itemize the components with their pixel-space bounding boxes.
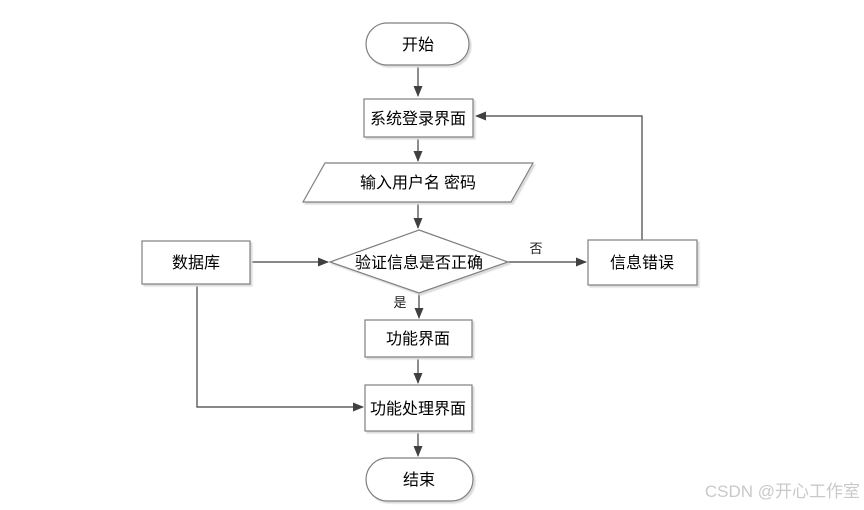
branch-label-yes: 是 bbox=[393, 295, 406, 310]
node-function-label: 功能界面 bbox=[386, 330, 450, 348]
database-process-shape bbox=[141, 240, 251, 285]
connectors bbox=[196, 65, 643, 457]
branch-label-no: 否 bbox=[529, 241, 542, 256]
edge-database-to-function-process bbox=[196, 284, 364, 412]
node-function: 功能界面 bbox=[364, 319, 473, 358]
input-parallelogram-shape bbox=[301, 162, 535, 203]
node-end-label: 结束 bbox=[403, 471, 435, 489]
node-input-label: 输入用户名 密码 bbox=[360, 174, 476, 192]
edge-error-to-login bbox=[475, 111, 643, 240]
node-function-process: 功能处理界面 bbox=[364, 384, 473, 432]
node-start-label: 开始 bbox=[402, 36, 434, 54]
start-terminator-shape bbox=[365, 22, 470, 66]
node-login-label: 系统登录界面 bbox=[370, 110, 466, 128]
csdn-watermark: CSDN @开心工作室 bbox=[704, 482, 860, 501]
function-process-process-shape bbox=[364, 384, 473, 432]
node-start: 开始 bbox=[365, 22, 470, 66]
node-end: 结束 bbox=[365, 457, 474, 502]
node-error: 信息错误 bbox=[587, 239, 698, 286]
node-function-process-label: 功能处理界面 bbox=[370, 400, 466, 418]
node-database: 数据库 bbox=[141, 240, 251, 285]
login-process-shape bbox=[363, 98, 474, 138]
end-terminator-shape bbox=[365, 457, 474, 502]
node-input: 输入用户名 密码 bbox=[301, 162, 535, 203]
node-login: 系统登录界面 bbox=[363, 98, 474, 138]
error-process-shape bbox=[587, 239, 698, 286]
node-verify-label: 验证信息是否正确 bbox=[355, 254, 483, 272]
node-error-label: 信息错误 bbox=[610, 254, 674, 272]
function-process-shape bbox=[364, 319, 473, 358]
verify-decision-shape bbox=[328, 229, 510, 294]
node-database-label: 数据库 bbox=[172, 254, 220, 272]
node-verify: 验证信息是否正确 bbox=[328, 229, 510, 294]
